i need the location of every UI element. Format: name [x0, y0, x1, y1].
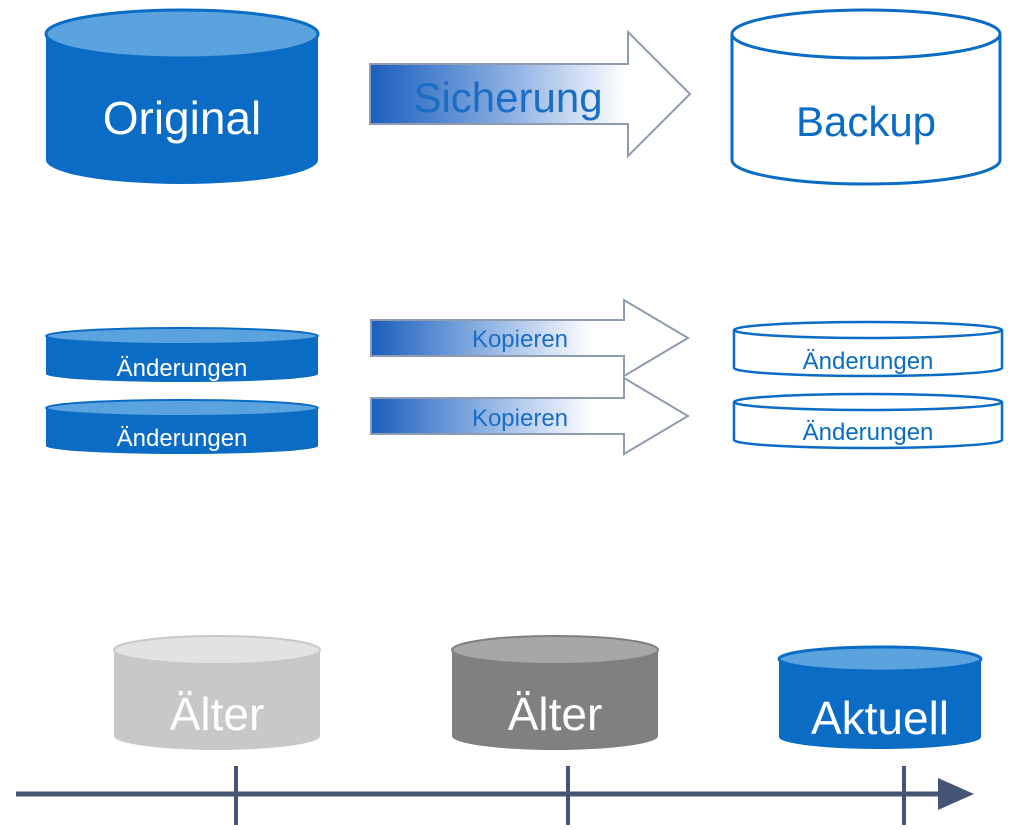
- kopieren-arrow-bottom: Kopieren: [370, 376, 690, 456]
- older-database-dark: Älter: [451, 635, 659, 750]
- older-label-dark: Älter: [508, 688, 603, 740]
- timeline-axis: [16, 766, 974, 825]
- sicherung-arrow: Sicherung: [369, 29, 692, 159]
- changes-source-disk-top: Änderungen: [45, 327, 319, 382]
- kopieren-label-bottom: Kopieren: [472, 405, 568, 432]
- changes-target-disk-bottom: Änderungen: [732, 392, 1004, 450]
- sicherung-label: Sicherung: [413, 74, 602, 121]
- kopieren-label-top: Kopieren: [472, 326, 568, 353]
- current-label: Aktuell: [811, 692, 949, 744]
- original-database: Original: [44, 8, 320, 184]
- backup-label: Backup: [796, 98, 936, 145]
- changes-source-label-bottom: Änderungen: [117, 425, 248, 452]
- changes-source-disk-bottom: Änderungen: [45, 399, 319, 454]
- original-label: Original: [103, 92, 262, 144]
- changes-target-disk-top: Änderungen: [732, 320, 1004, 378]
- changes-target-label-top: Änderungen: [803, 348, 934, 375]
- kopieren-arrow-top: Kopieren: [370, 298, 690, 378]
- current-database: Aktuell: [777, 645, 983, 749]
- older-label-light: Älter: [170, 688, 265, 740]
- changes-target-label-bottom: Änderungen: [803, 419, 934, 446]
- backup-database: Backup: [730, 8, 1002, 186]
- changes-source-label-top: Änderungen: [117, 355, 248, 382]
- timeline-arrowhead: [938, 778, 974, 810]
- older-database-light: Älter: [113, 635, 321, 750]
